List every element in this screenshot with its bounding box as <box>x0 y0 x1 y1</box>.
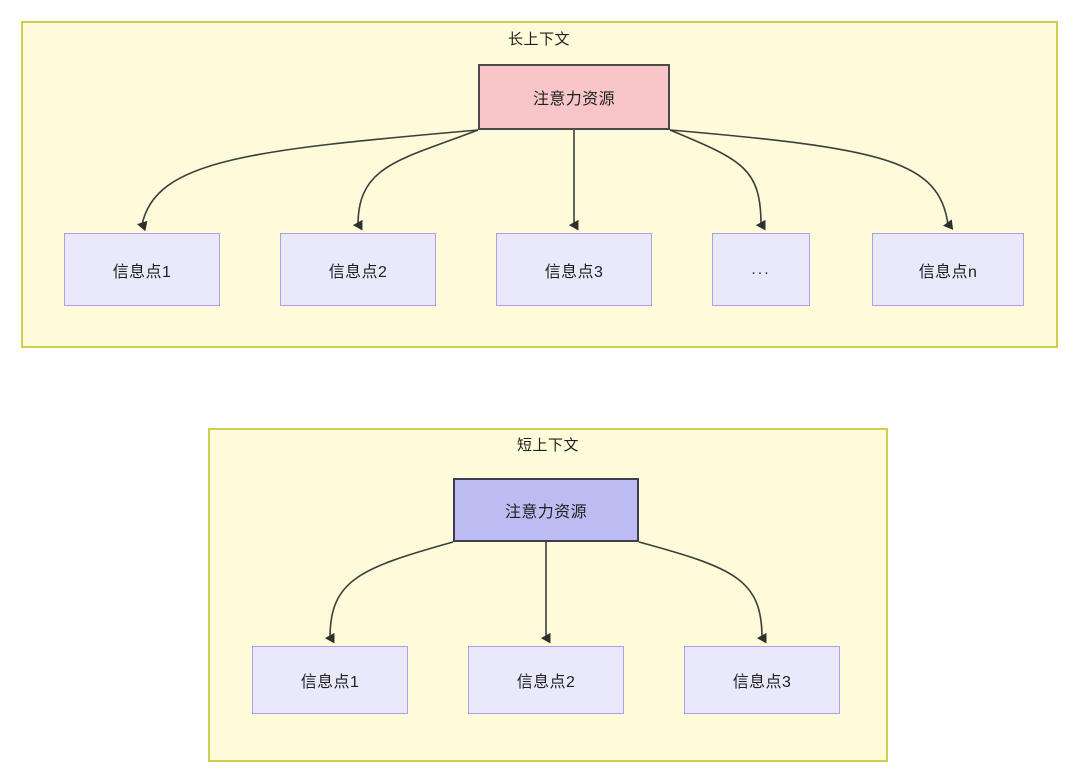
node-info-point-long-ellipsis[interactable]: ... <box>712 233 810 306</box>
node-label: 信息点n <box>918 263 978 281</box>
node-label: 信息点3 <box>544 263 604 281</box>
node-info-point-long-2[interactable]: 信息点2 <box>280 233 436 306</box>
node-label: 信息点1 <box>300 674 360 691</box>
node-info-point-short-1[interactable]: 信息点1 <box>252 646 408 714</box>
node-label: 信息点2 <box>516 674 576 691</box>
node-label: 信息点2 <box>328 263 388 281</box>
node-label: 注意力资源 <box>504 504 587 521</box>
node-info-point-short-3[interactable]: 信息点3 <box>684 646 840 714</box>
node-label: ... <box>751 260 771 278</box>
node-info-point-long-1[interactable]: 信息点1 <box>64 233 220 306</box>
container-short-context-title: 短上下文 <box>516 437 579 454</box>
node-info-point-short-2[interactable]: 信息点2 <box>468 646 624 714</box>
node-info-point-long-3[interactable]: 信息点3 <box>496 233 652 306</box>
node-label: 注意力资源 <box>532 91 615 108</box>
node-info-point-long-n[interactable]: 信息点n <box>872 233 1024 306</box>
node-label: 信息点1 <box>112 263 172 281</box>
node-attention-resource-long[interactable]: 注意力资源 <box>478 64 670 130</box>
node-attention-resource-short[interactable]: 注意力资源 <box>453 478 639 542</box>
container-long-context-title: 长上下文 <box>507 31 570 48</box>
node-label: 信息点3 <box>732 674 792 691</box>
